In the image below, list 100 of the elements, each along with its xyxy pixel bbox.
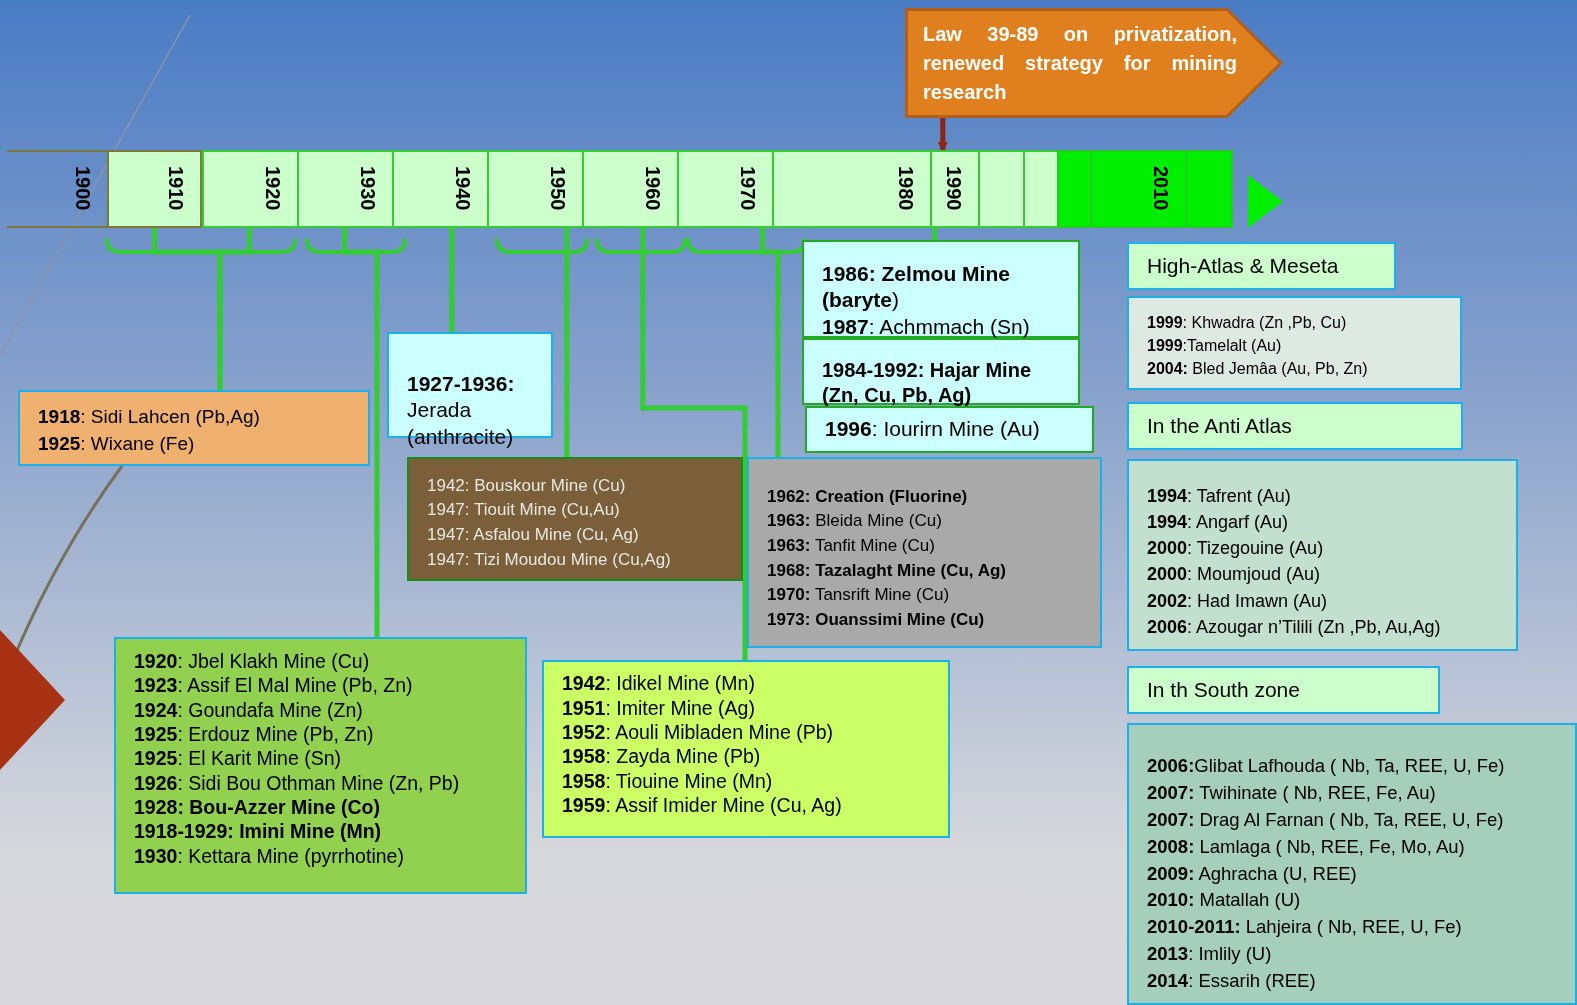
event-text: 2004: Bled Jemâa (Au, Pb, Zn) (1147, 359, 1369, 380)
connector-line (932, 228, 938, 240)
event-text: 1928: Bou-Azzer Mine (Co) (134, 795, 381, 820)
year-label: 1940 (453, 166, 473, 211)
event-box (805, 406, 1094, 453)
year-label: 1970 (738, 166, 758, 211)
event-text: 2010-2011: Lahjeira ( Nb, REE, U, Fe) (1147, 915, 1463, 940)
event-text: 1918-1929: Imini Mine (Mn) (134, 819, 383, 844)
event-list-box (1127, 296, 1462, 390)
timeline-cell (297, 150, 392, 228)
timeline-cell (930, 150, 978, 228)
event-text: 1947: Asfalou Mine (Cu, Ag) (427, 524, 640, 547)
event-text: In th South zone (1147, 676, 1300, 703)
timeline-cell (582, 150, 677, 228)
event-text: 2009: Aghracha (U, REE) (1147, 861, 1358, 886)
timeline-cell (1023, 150, 1057, 228)
event-list-box (542, 660, 950, 838)
year-label: 1910 (166, 166, 186, 211)
event-text: In the Anti Atlas (1147, 412, 1292, 439)
event-text: 1962: Creation (Fluorine) (767, 485, 969, 508)
year-label: 1990 (944, 166, 964, 211)
timeline-cell (487, 150, 582, 228)
event-text: 1999:Tamelalt (Au) (1147, 336, 1283, 357)
connector-line (760, 228, 781, 457)
event-text: 1918: Sidi Lahcen (Pb,Ag) (38, 404, 261, 429)
event-list-box (1127, 459, 1518, 651)
event-text: 1968: Tazalaght Mine (Cu, Ag) (767, 559, 1007, 582)
event-text: 1952: Aouli Mibladen Mine (Pb) (562, 719, 834, 745)
event-text: 1999: Khwadra (Zn ,Pb, Cu) (1147, 313, 1348, 334)
event-text: 2007: Twihinate ( Nb, REE, Fe, Au) (1147, 781, 1437, 806)
event-text: 1963: Bleida Mine (Cu) (767, 510, 943, 533)
banner-text: Law 39-89 on privatization, renewed strategy for mining research (923, 22, 1237, 105)
timeline-cell (107, 150, 202, 228)
banner-arrow (905, 8, 1283, 118)
event-text: 1924: Goundafa Mine (Zn) (134, 697, 364, 722)
year-label: 1980 (896, 166, 916, 211)
event-text: 1986: Zelmou Mine (baryte) (822, 261, 1011, 314)
year-label: 1900 (73, 166, 93, 211)
event-text: High-Atlas & Meseta (1147, 252, 1339, 279)
region-header-box (1127, 402, 1463, 450)
year-label: 1960 (643, 166, 663, 211)
event-text: 1925: Wixane (Fe) (38, 432, 196, 457)
event-list-box (114, 637, 527, 894)
event-text: 2006:Glibat Lafhouda ( Nb, Ta, REE, U, Fe) (1147, 754, 1506, 779)
connector-line (449, 228, 455, 332)
timeline-cell (1057, 150, 1090, 228)
diamond-shape (0, 630, 65, 770)
connector-line (640, 228, 748, 660)
timeline-cell (978, 150, 1023, 228)
region-header-box (1127, 242, 1396, 290)
event-list-box (407, 457, 743, 581)
year-label: 2010 (1151, 166, 1171, 211)
event-text: 2010: Matallah (U) (1147, 888, 1302, 913)
event-text: 1958: Tiouine Mine (Mn) (562, 768, 774, 794)
timeline-cell (677, 150, 772, 228)
timeline-cell (1090, 150, 1185, 228)
event-text: 1923: Assif El Mal Mine (Pb, Zn) (134, 673, 414, 698)
event-list-box (802, 240, 1080, 338)
event-text: 1925: El Karit Mine (Sn) (134, 746, 343, 771)
event-text: 1947: Tizi Moudou Mine (Cu,Ag) (427, 548, 672, 571)
event-text: 1942: Idikel Mine (Mn) (562, 671, 756, 696)
event-text: 2000: Moumjoud (Au) (1147, 563, 1322, 587)
event-text: 1959: Assif Imider Mine (Cu, Ag) (562, 793, 843, 818)
event-list-box (18, 390, 370, 466)
event-text: 2014: Essarih (REE) (1147, 968, 1317, 993)
event-text: 2013: Imlily (U) (1147, 941, 1273, 966)
event-text: 1926: Sidi Bou Othman Mine (Zn, Pb) (134, 770, 461, 796)
event-text: 1973: Ouanssimi Mine (Cu) (767, 608, 986, 631)
connector-line (217, 228, 252, 390)
event-text: 1987: Achmmach (Sn) (822, 313, 1031, 340)
event-text: 1958: Zayda Mine (Pb) (562, 744, 762, 769)
timeline-cell (392, 150, 487, 228)
event-text: 1942: Bouskour Mine (Cu) (427, 474, 627, 497)
event-box (802, 338, 1080, 405)
event-text: 1951: Imiter Mine (Ag) (562, 695, 756, 720)
event-text: 2008: Lamlaga ( Nb, REE, Fe, Mo, Au) (1147, 834, 1466, 859)
event-text: 1970: Tansrift Mine (Cu) (767, 584, 951, 607)
event-text: 1996: Iourirn Mine (Au) (825, 415, 1041, 442)
event-text: 1984-1992: Hajar Mine (Zn, Cu, Pb, Ag) (822, 358, 1032, 409)
event-list-box (1127, 723, 1577, 1005)
event-text: 2007: Drag Al Farnan ( Nb, Ta, REE, U, Fe) (1147, 807, 1505, 832)
year-label: 1950 (548, 166, 568, 211)
arrowhead-shape (1248, 175, 1283, 228)
timeline-cell (202, 150, 297, 228)
region-header-box (1127, 666, 1440, 714)
event-text: 1994: Angarf (Au) (1147, 511, 1290, 535)
event-text: 1927-1936: Jerada (anthracite) (407, 371, 516, 450)
year-label: 1930 (358, 166, 378, 211)
timeline-cell (1185, 150, 1233, 228)
event-text: 2002: Had Imawn (Au) (1147, 589, 1329, 613)
connector-line (342, 228, 380, 637)
event-text: 1920: Jbel Klakh Mine (Cu) (134, 648, 371, 674)
event-list-box (747, 457, 1102, 648)
event-text: 1925: Erdouz Mine (Pb, Zn) (134, 721, 375, 747)
event-text: 1963: Tanfit Mine (Cu) (767, 534, 936, 557)
event-text: 2000: Tizegouine (Au) (1147, 537, 1325, 561)
year-label: 1920 (263, 166, 283, 211)
connector-line (564, 228, 570, 457)
arrow (937, 118, 948, 152)
event-text: 2006: Azougar n’Tilili (Zn ,Pb, Au,Ag) (1147, 615, 1442, 639)
